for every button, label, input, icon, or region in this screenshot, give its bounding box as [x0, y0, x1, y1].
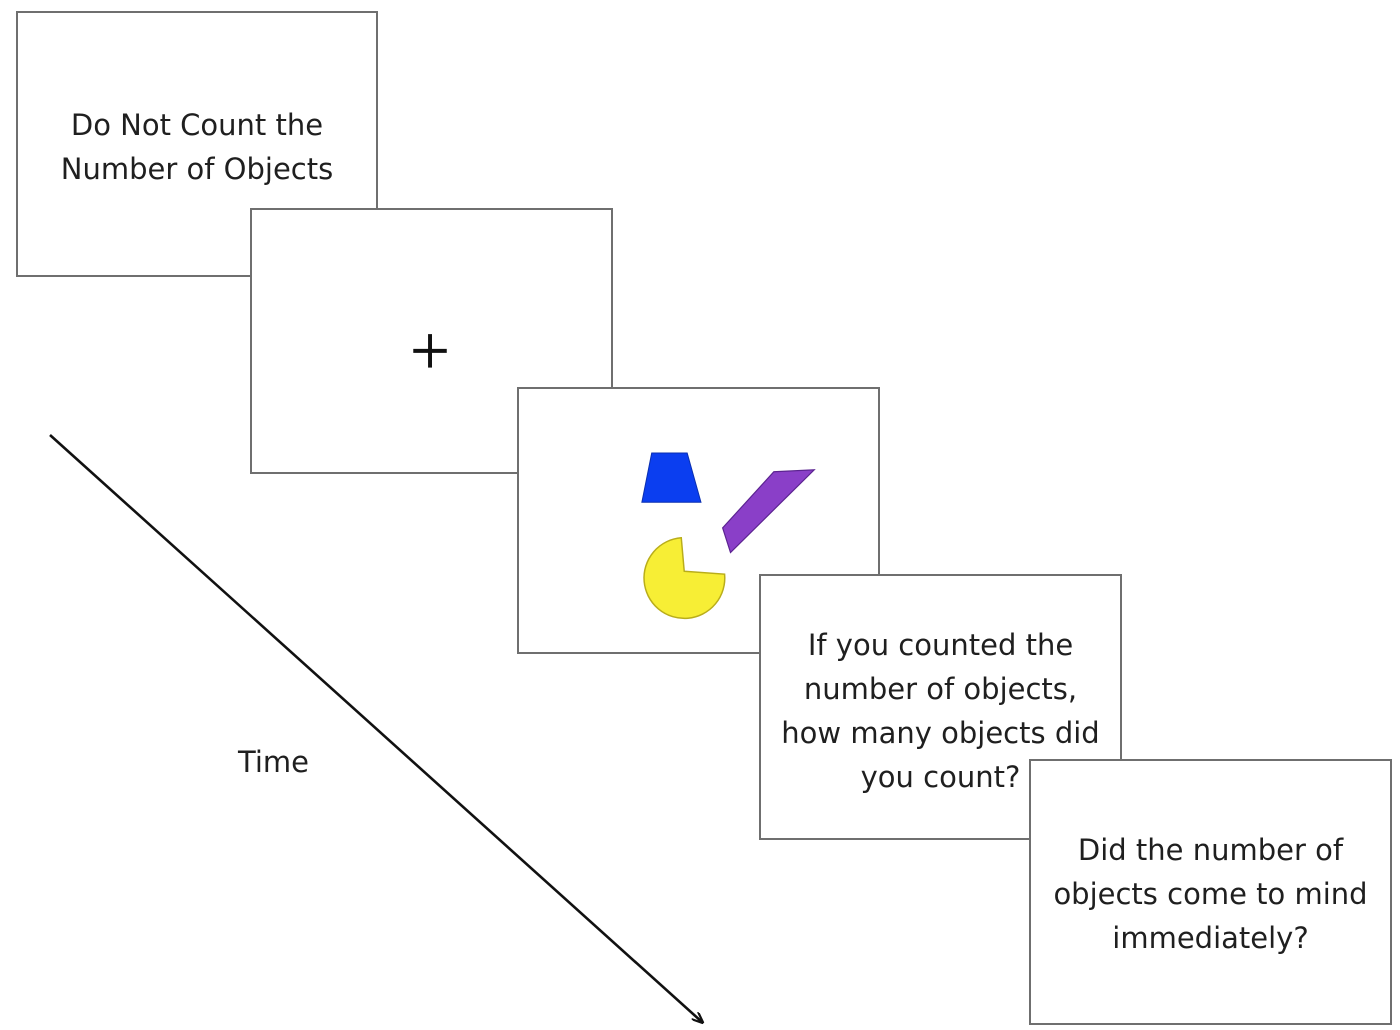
immediacy-question-text: Did the number of objects come to mind i…	[1053, 833, 1368, 955]
yellow-pacman-icon	[643, 536, 726, 620]
time-label: Time	[238, 745, 309, 779]
purple-parallelogram-icon	[721, 469, 816, 554]
count-question-text: If you counted the number of objects, ho…	[781, 628, 1100, 794]
instruction-text: Do Not Count the Number of Objects	[60, 108, 334, 186]
immediacy-question-screen: Did the number of objects come to mind i…	[1029, 759, 1392, 1025]
fixation-cross-icon	[413, 334, 447, 368]
blue-trapezoid-icon	[641, 452, 702, 503]
